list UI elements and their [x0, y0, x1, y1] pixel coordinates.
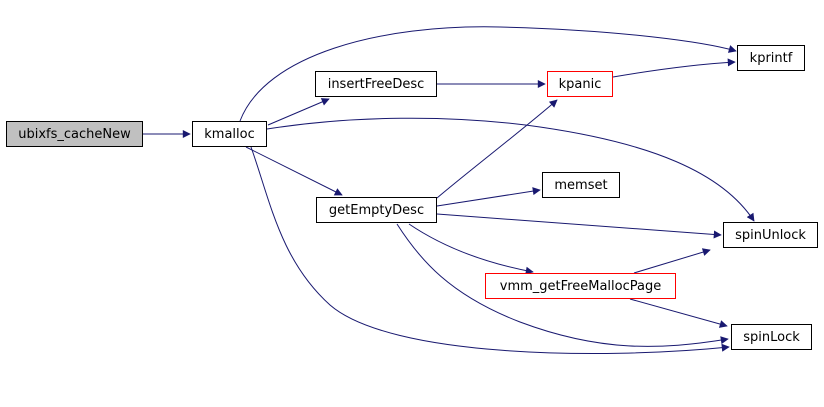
graph-node-spinUnlock[interactable]: spinUnlock [723, 222, 818, 248]
edge-getEmptyDesc-to-spinLock [396, 223, 729, 347]
graph-node-label: kpanic [558, 76, 602, 92]
graph-node-label: kprintf [749, 50, 793, 66]
graph-node-vmm_getFreeMallocPage[interactable]: vmm_getFreeMallocPage [485, 273, 676, 299]
edge-kmalloc-to-spinLock [250, 146, 730, 354]
graph-node-insertFreeDesc[interactable]: insertFreeDesc [315, 71, 437, 97]
edge-kmalloc-to-insertFreeDesc [267, 98, 330, 126]
graph-node-label: spinUnlock [735, 227, 806, 243]
edge-kmalloc-to-getEmptyDesc [245, 146, 343, 196]
graph-node-memset[interactable]: memset [542, 172, 620, 198]
edge-vmm_getFreeMallocPage-to-spinUnlock [633, 248, 711, 274]
graph-node-label: getEmptyDesc [328, 202, 425, 218]
graph-node-label: vmm_getFreeMallocPage [499, 278, 662, 294]
graph-node-kmalloc[interactable]: kmalloc [192, 121, 267, 147]
edge-getEmptyDesc-to-memset [436, 187, 541, 207]
edge-getEmptyDesc-to-spinUnlock [436, 213, 722, 239]
edge-kmalloc-to-kprintf [239, 26, 737, 122]
edge-getEmptyDesc-to-kpanic [436, 99, 558, 199]
edge-vmm_getFreeMallocPage-to-spinLock [629, 298, 728, 328]
graph-node-kpanic[interactable]: kpanic [547, 71, 613, 97]
graph-node-label: insertFreeDesc [327, 76, 425, 92]
graph-node-label: memset [554, 177, 608, 193]
edge-kpanic-to-kprintf [612, 58, 736, 78]
graph-node-label: spinLock [743, 329, 800, 345]
graph-node-label: ubixfs_cacheNew [18, 126, 131, 142]
graph-node-ubixfs_cacheNew: ubixfs_cacheNew [6, 121, 143, 147]
graph-node-spinLock[interactable]: spinLock [731, 324, 812, 350]
graph-node-kprintf[interactable]: kprintf [737, 45, 805, 71]
graph-node-label: kmalloc [204, 126, 255, 142]
graph-node-getEmptyDesc[interactable]: getEmptyDesc [316, 197, 437, 223]
edge-kmalloc-to-spinUnlock [266, 117, 755, 222]
edge-getEmptyDesc-to-vmm_getFreeMallocPage [408, 223, 534, 275]
